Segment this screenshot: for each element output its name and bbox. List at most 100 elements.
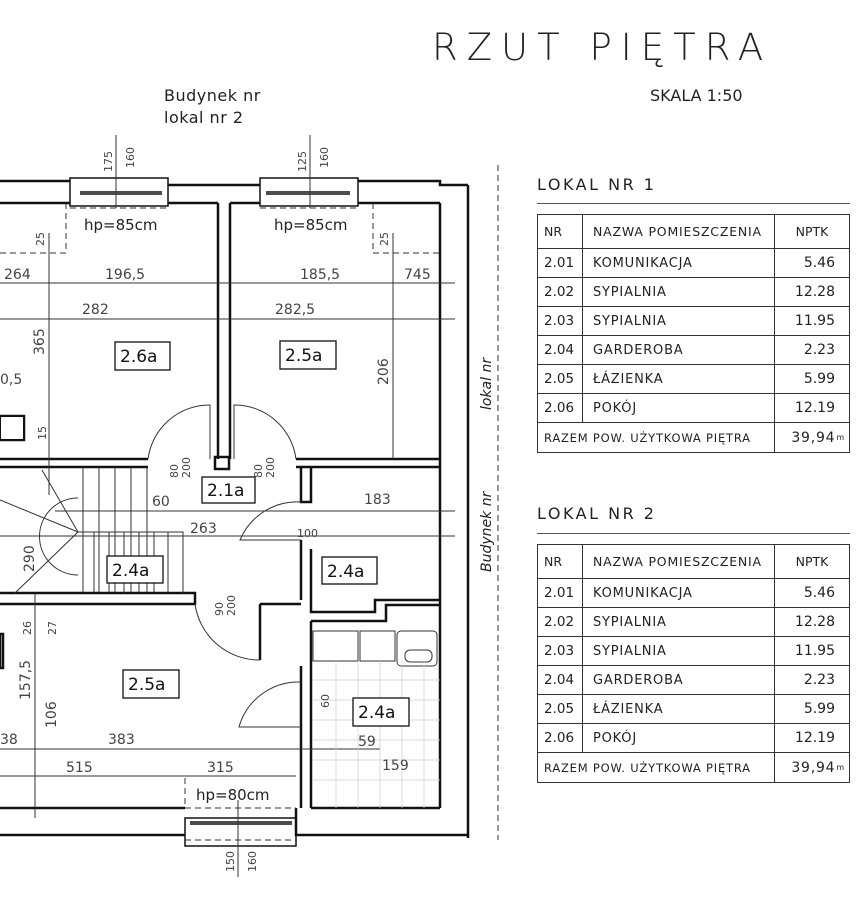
row-area: 11.95 xyxy=(774,306,850,336)
wall-corridor-right xyxy=(296,457,440,469)
row-nr: 2.02 xyxy=(537,607,583,637)
door-dim-3-h: 200 xyxy=(225,595,238,616)
dim-15: 15 xyxy=(36,426,49,440)
drawing-title: RZUT PIĘTRA xyxy=(432,26,773,69)
dim-106: 106 xyxy=(44,701,60,728)
row-nr: 2.06 xyxy=(537,393,583,423)
table-header-row: NR NAZWA POMIESZCZENIA NPTK xyxy=(537,544,850,579)
wall-corridor-left xyxy=(0,457,148,469)
header-nr: NR xyxy=(537,544,583,579)
walls xyxy=(0,179,470,838)
table-rule xyxy=(537,533,850,534)
row-nr: 2.05 xyxy=(537,364,583,394)
dim-27: 27 xyxy=(46,621,59,635)
wall-bottom-left xyxy=(0,806,185,837)
window-height-1: hp=85cm xyxy=(84,216,158,234)
window-height-3: hp=80cm xyxy=(196,786,270,804)
tile-rows xyxy=(313,679,440,781)
total-unit: m xyxy=(836,763,845,772)
header-nr: NR xyxy=(537,214,583,249)
row-area: 12.19 xyxy=(774,723,850,753)
door-swing-1 xyxy=(147,404,211,460)
row-area: 2.23 xyxy=(774,665,850,695)
door-dim-1-h: 200 xyxy=(180,457,193,478)
row-name: SYPIALNIA xyxy=(582,306,775,336)
row-name: GARDEROBA xyxy=(582,335,775,365)
window-dash xyxy=(70,207,358,841)
total-value: 39,94 xyxy=(791,429,836,446)
room-label-2-4a-bath: 2.4a xyxy=(358,703,395,723)
wall-right xyxy=(438,185,470,838)
row-area: 12.28 xyxy=(774,277,850,307)
dimension-lines xyxy=(0,135,455,877)
tile-cols xyxy=(335,661,425,808)
window-dim-1a: 175 xyxy=(102,151,115,172)
row-nr: 2.05 xyxy=(537,694,583,724)
room-label-box xyxy=(122,669,180,699)
room-label-2-5a-bottom: 2.5a xyxy=(128,675,165,695)
row-area: 2.23 xyxy=(774,335,850,365)
row-nr: 2.01 xyxy=(537,248,583,278)
wall-stub-2 xyxy=(0,632,5,670)
wall-bathroom-top xyxy=(311,603,440,623)
table-header-row: NR NAZWA POMIESZCZENIA NPTK xyxy=(537,214,850,249)
row-nr: 2.02 xyxy=(537,277,583,307)
room-label-2-6a: 2.6a xyxy=(120,347,157,367)
row-name: POKÓJ xyxy=(582,723,775,753)
room-label-box xyxy=(352,697,410,727)
row-nr: 2.06 xyxy=(537,723,583,753)
table-rule xyxy=(537,203,850,204)
dim-383: 383 xyxy=(108,732,135,748)
dim-26: 26 xyxy=(21,621,34,635)
side-label-unit: lokal nr xyxy=(479,357,495,410)
row-area: 12.28 xyxy=(774,607,850,637)
row-name: GARDEROBA xyxy=(582,665,775,695)
unit-label: lokal nr 2 xyxy=(164,108,244,127)
room-label-box xyxy=(321,556,378,585)
window-dim-2a: 125 xyxy=(296,151,309,172)
row-nr: 2.04 xyxy=(537,665,583,695)
header-name: NAZWA POMIESZCZENIA xyxy=(582,214,775,249)
total-cell: 39,94m xyxy=(774,422,850,453)
wall-stair-bottom xyxy=(0,591,197,606)
dim-315: 315 xyxy=(207,760,234,776)
dim-290: 290 xyxy=(22,545,38,572)
door-swing-5 xyxy=(238,681,302,728)
dim-157-5: 157,5 xyxy=(18,660,34,700)
door-dim-2-w: 80 xyxy=(252,464,265,478)
dim-0-5: 0,5 xyxy=(0,372,22,388)
row-area: 12.19 xyxy=(774,393,850,423)
dim-159: 159 xyxy=(382,758,409,774)
dim-264: 264 xyxy=(4,267,31,283)
room-label-box xyxy=(201,476,256,504)
dim-38: 38 xyxy=(0,732,18,748)
dim-263: 263 xyxy=(190,521,217,537)
door-dim-1-w: 80 xyxy=(168,464,181,478)
wall-bathroom-left xyxy=(299,621,313,808)
dim-60-bath: 60 xyxy=(319,694,332,708)
dim-185-5: 185,5 xyxy=(300,267,340,283)
total-unit: m xyxy=(836,433,845,442)
window-3 xyxy=(184,817,297,847)
total-label: RAZEM POW. UŻYTKOWA PIĘTRA xyxy=(537,752,775,783)
row-area: 5.99 xyxy=(774,694,850,724)
wall-bottom-right xyxy=(294,808,468,837)
row-area: 5.99 xyxy=(774,364,850,394)
dim-282-5: 282,5 xyxy=(275,302,315,318)
wall-top-right xyxy=(358,179,468,205)
stair-arc xyxy=(39,497,79,576)
dash-area-left xyxy=(0,203,67,254)
stair-treads-upper xyxy=(82,467,148,593)
window-dim-3a: 150 xyxy=(224,851,237,872)
row-area: 5.46 xyxy=(774,248,850,278)
row-name: POKÓJ xyxy=(582,393,775,423)
total-label: RAZEM POW. UŻYTKOWA PIĘTRA xyxy=(537,422,775,453)
row-nr: 2.03 xyxy=(537,636,583,666)
windows xyxy=(69,177,359,847)
